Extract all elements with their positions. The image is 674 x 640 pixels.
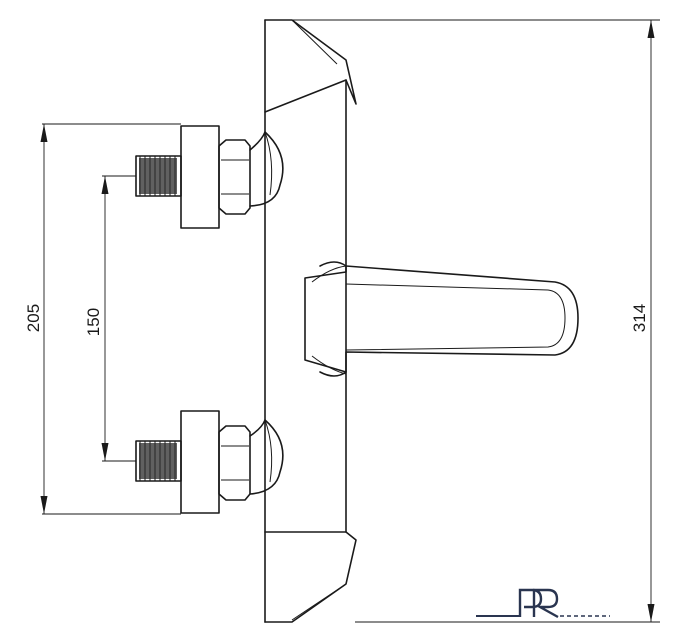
- dimension-314: 314: [265, 19, 660, 623]
- dimension-314-label: 314: [630, 304, 649, 332]
- dimension-205: 205: [24, 123, 181, 515]
- spout: [304, 261, 579, 377]
- brand-logo: [476, 588, 610, 619]
- dimension-205-label: 205: [24, 304, 43, 332]
- mixer-body: [264, 19, 357, 623]
- upper-inlet: [135, 125, 284, 229]
- dimension-150-label: 150: [84, 308, 103, 336]
- dimension-150: 150: [84, 175, 136, 462]
- lower-inlet: [135, 410, 284, 514]
